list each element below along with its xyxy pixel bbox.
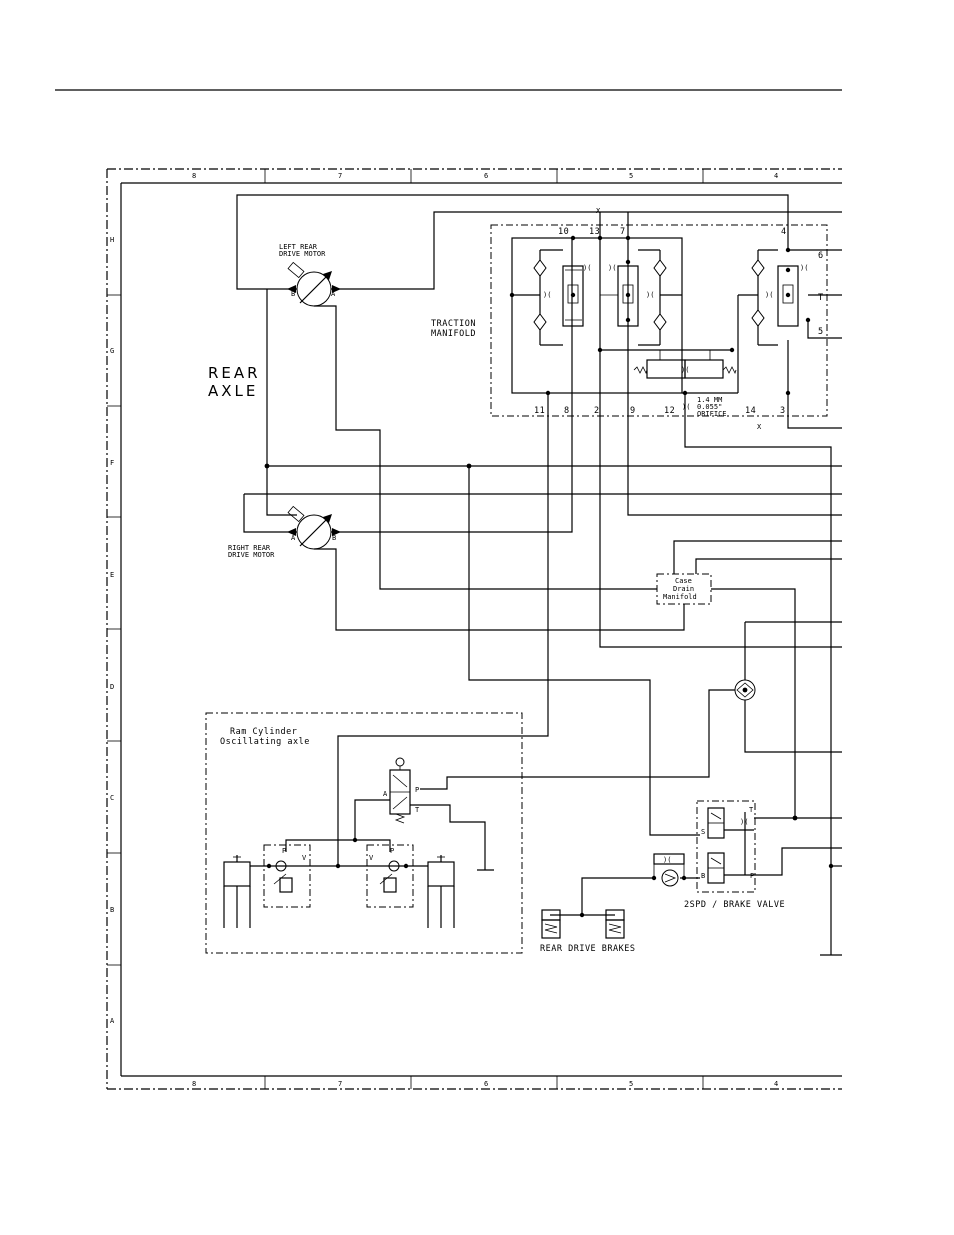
case-drain-manifold: Case Drain Manifold [656, 573, 712, 605]
shuttle-check-valve [734, 679, 756, 701]
port-t: T [818, 293, 824, 303]
port-12: 12 [664, 406, 675, 416]
two-speed-brake-valve: )( T S B P 2SPD / BRAKE VALVE [684, 800, 785, 910]
zone-col-bottom-8: 8 [192, 1080, 196, 1088]
port-6: 6 [818, 251, 824, 261]
right-check-port-v: V [369, 854, 374, 862]
svg-text:)(: )( [740, 818, 748, 826]
case-drain-label-2: Drain [673, 585, 694, 593]
port-9: 9 [630, 406, 636, 416]
zone-col-top-6: 6 [484, 172, 488, 180]
right-rear-drive-motor: RIGHT REAR DRIVE MOTOR A B [228, 505, 341, 559]
svg-text:)(: )( [583, 264, 591, 272]
left-motor-label-2: DRIVE MOTOR [279, 250, 326, 258]
left-rear-drive-motor: LEFT REAR DRIVE MOTOR B A [279, 243, 341, 307]
brake-valve-port-s: S [701, 828, 705, 836]
port-8: 8 [564, 406, 570, 416]
svg-text:)(: )( [663, 856, 671, 864]
svg-text:)(: )( [800, 264, 808, 272]
right-motor-label-2: DRIVE MOTOR [228, 551, 275, 559]
rear-drive-brakes-label: REAR DRIVE BRAKES [540, 944, 636, 954]
svg-text:)(: )( [543, 291, 551, 299]
zone-row-e: E [110, 571, 114, 579]
valve-port-a: A [383, 790, 388, 798]
port-10: 10 [558, 227, 569, 237]
ram-label-1: Ram Cylinder [230, 727, 297, 737]
left-motor-port-b: B [291, 290, 295, 298]
brake-check-orifice: )( [550, 853, 700, 918]
case-drain-label-3: Manifold [663, 593, 697, 601]
port-5: 5 [818, 327, 824, 337]
port-4: 4 [781, 227, 787, 237]
rear-drive-brakes: REAR DRIVE BRAKES [540, 909, 636, 954]
port-7: 7 [620, 227, 626, 237]
rear-axle-title-1: REAR [208, 364, 261, 382]
svg-text:)(: )( [646, 291, 654, 299]
zone-column-labels: 8 7 6 5 4 8 7 6 5 4 [192, 172, 778, 1088]
left-check-port-p: P [282, 847, 286, 855]
brake-valve-port-t: T [749, 806, 754, 814]
port-11: 11 [534, 406, 545, 416]
x-mark-top: X [596, 207, 601, 215]
zone-col-bottom-4: 4 [774, 1080, 778, 1088]
port-13: 13 [589, 227, 600, 237]
zone-row-d: D [110, 683, 114, 691]
zone-col-top-8: 8 [192, 172, 196, 180]
brake-valve-port-p: P [750, 872, 754, 880]
left-motor-port-a: A [331, 290, 336, 298]
zone-col-top-5: 5 [629, 172, 633, 180]
brake-valve-label: 2SPD / BRAKE VALVE [684, 900, 785, 910]
valve-port-p: P [415, 786, 419, 794]
left-check-port-v: V [302, 854, 307, 862]
valve-port-t: T [415, 806, 420, 814]
port-2: 2 [594, 406, 600, 416]
right-motor-port-b: B [332, 534, 336, 542]
rear-axle-title-2: AXLE [208, 382, 258, 400]
zone-row-b: B [110, 906, 114, 914]
orifice-label-2: 0.055" [697, 403, 722, 411]
hydraulic-lines [236, 194, 842, 956]
zone-row-labels: H G F E D C B A [110, 236, 115, 1025]
x-mark-bottom: X [757, 423, 762, 431]
zone-row-h: H [110, 236, 114, 244]
zone-row-f: F [110, 459, 114, 467]
left-motor-label-1: LEFT REAR [279, 243, 318, 251]
zone-col-bottom-7: 7 [338, 1080, 342, 1088]
orifice-label-1: 1.4 MM [697, 396, 722, 404]
zone-row-g: G [110, 347, 114, 355]
traction-manifold-title-2: MANIFOLD [431, 329, 476, 339]
orifice-label-3: ORIFICE [697, 410, 727, 418]
svg-text:)(: )( [681, 366, 689, 374]
traction-manifold: )( )( )( )( )( )( [431, 207, 828, 431]
junction-dots [545, 235, 834, 869]
zone-row-a: A [110, 1017, 115, 1025]
right-motor-port-a: A [291, 534, 296, 542]
port-3: 3 [780, 406, 786, 416]
ram-cylinder-group: Ram Cylinder Oscillating axle A P T P V … [205, 712, 523, 954]
drawing-frame [106, 168, 842, 1090]
brake-valve-port-b: B [701, 872, 705, 880]
zone-col-bottom-5: 5 [629, 1080, 633, 1088]
right-motor-label-1: RIGHT REAR [228, 544, 271, 552]
ram-label-2: Oscillating axle [220, 737, 310, 747]
zone-row-c: C [110, 794, 114, 802]
zone-col-top-4: 4 [774, 172, 778, 180]
zone-col-bottom-6: 6 [484, 1080, 488, 1088]
right-check-port-p: P [390, 847, 394, 855]
case-drain-label-1: Case [675, 577, 692, 585]
svg-text:)(: )( [765, 291, 773, 299]
zone-col-top-7: 7 [338, 172, 342, 180]
svg-text:)(: )( [608, 264, 616, 272]
svg-text:)(: )( [682, 403, 690, 411]
port-14: 14 [745, 406, 756, 416]
traction-manifold-title-1: TRACTION [431, 319, 476, 329]
